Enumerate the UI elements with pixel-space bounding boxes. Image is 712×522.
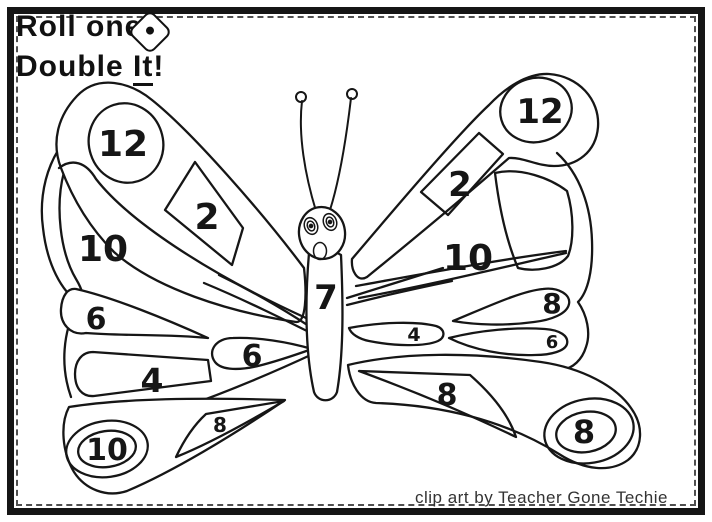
number-left-lower-circle: 10: [86, 433, 128, 468]
left-mid-sections: [59, 273, 321, 409]
right-band-6-shape: [447, 327, 569, 357]
left-wedge-8-shape: [174, 399, 286, 459]
left-diamond-2-shape: [163, 160, 245, 267]
page-border-texture: [16, 16, 696, 506]
number-left-upper-band: 10: [78, 229, 128, 270]
worksheet-title: Roll one: [16, 10, 142, 44]
title-line2: Double It!: [16, 50, 165, 86]
die-pip: [144, 24, 156, 37]
number-right-upper-diamond: 2: [448, 165, 472, 205]
number-left-upper-circle: 12: [98, 124, 148, 165]
left-band-6-shape: [59, 287, 210, 340]
number-right-lower-band: 6: [546, 332, 559, 353]
left-teardrop-6-shape: [210, 336, 314, 371]
number-body: 7: [314, 278, 338, 318]
number-right-mid-band: 8: [542, 287, 561, 320]
page-border-frame: [7, 7, 705, 515]
wing-numbers: 12 2 10 6 4 6 8 10 7 12 2 10 8 4 6 8 8: [78, 92, 595, 468]
number-right-inner-teardrop: 4: [407, 324, 420, 346]
number-left-lower-wedge: 8: [213, 413, 227, 437]
left-lower-wing: [62, 397, 287, 495]
butterfly-body: [295, 88, 358, 402]
number-left-mid-band: 6: [86, 302, 107, 337]
left-circle-12-shape: [87, 102, 165, 184]
mouth: [312, 241, 328, 261]
number-right-upper-band: 10: [443, 238, 493, 279]
title-line1: Roll one: [16, 10, 143, 43]
number-right-upper-oval: 12: [516, 92, 563, 132]
left-bar-4-shape: [73, 350, 213, 398]
right-teardrop-4-shape: [347, 321, 445, 347]
right-lower-wing: [346, 353, 642, 470]
right-diamond-2-shape: [419, 131, 505, 217]
right-oval-12-shape: [499, 76, 573, 144]
credit-text: clip art by Teacher Gone Techie: [414, 488, 668, 507]
right-band-8-shape: [451, 287, 571, 326]
number-left-upper-diamond: 2: [194, 197, 219, 238]
title-line2-suffix: !: [153, 50, 165, 83]
number-left-inner-teardrop: 6: [242, 339, 263, 374]
right-upper-wing: [350, 72, 600, 280]
title-line2-underlined: It: [133, 50, 154, 86]
right-wedge-8-shape: [357, 369, 518, 439]
number-right-lower-wedge: 8: [437, 378, 458, 413]
number-left-mid-bar: 4: [141, 361, 164, 400]
right-mid-sections: [345, 151, 594, 372]
title-line2-prefix: Double: [16, 50, 124, 83]
number-right-lower-oval: 8: [573, 413, 595, 451]
butterfly-face: [303, 212, 338, 261]
